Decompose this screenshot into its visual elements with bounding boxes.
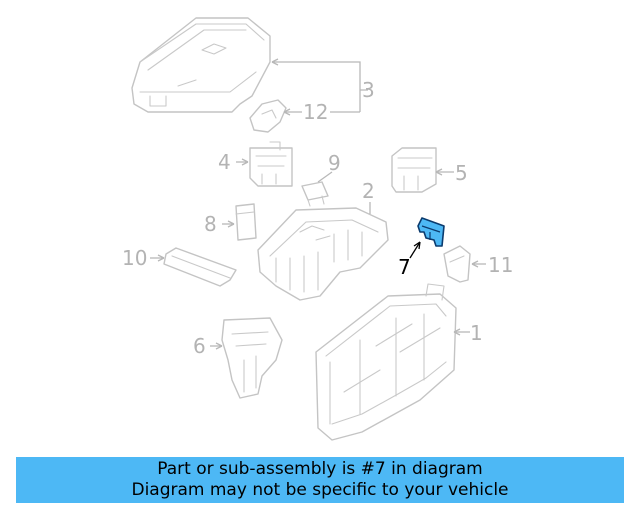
part-12-clip	[249, 99, 287, 133]
part-11-relay	[443, 245, 471, 283]
callout-6: 6	[193, 334, 206, 358]
banner-line-2: Diagram may not be specific to your vehi…	[131, 480, 509, 500]
leader-3	[272, 61, 368, 112]
callout-4: 4	[218, 150, 231, 174]
part-1-lower-housing	[315, 283, 457, 441]
part-3-cover	[131, 17, 271, 113]
part-9-fuse	[301, 181, 329, 207]
callout-1: 1	[470, 321, 483, 345]
leader-9	[317, 171, 333, 183]
callout-12: 12	[303, 100, 328, 124]
part-4-bracket	[249, 141, 293, 187]
callout-11: 11	[488, 253, 513, 277]
callout-9: 9	[328, 151, 341, 175]
callout-7: 7	[398, 255, 411, 279]
part-10-strip	[163, 247, 237, 287]
part-2-junction-block	[257, 207, 389, 301]
callout-2: 2	[362, 179, 375, 203]
callout-3: 3	[362, 78, 375, 102]
part-6-bracket	[221, 317, 283, 399]
leader-7	[409, 241, 421, 259]
part-7-highlighted	[417, 217, 445, 247]
info-banner: Part or sub-assembly is #7 in diagram Di…	[16, 457, 624, 503]
part-8-relay	[235, 203, 257, 241]
banner-line-1: Part or sub-assembly is #7 in diagram	[157, 459, 483, 479]
callout-8: 8	[204, 212, 217, 236]
part-5-relay-block	[391, 147, 437, 193]
callout-10: 10	[122, 246, 147, 270]
callout-5: 5	[455, 161, 468, 185]
